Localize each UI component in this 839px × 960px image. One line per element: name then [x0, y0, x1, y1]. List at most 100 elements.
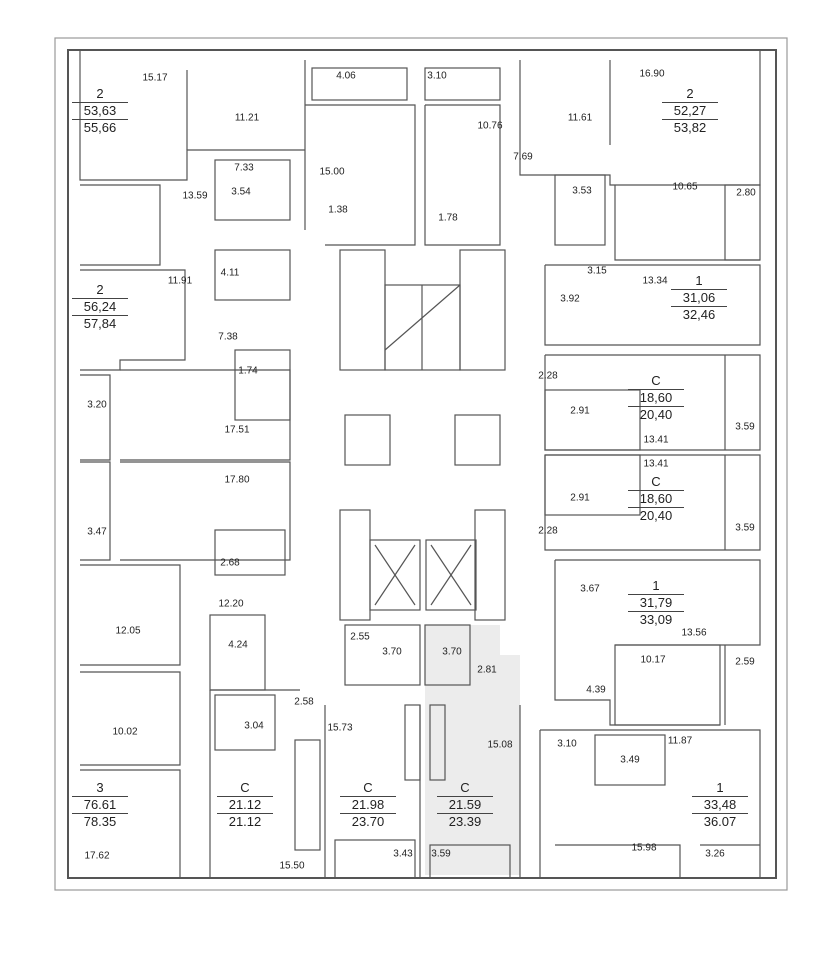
room-area: 15.98: [631, 842, 657, 854]
total-area: 36.07: [703, 814, 737, 829]
room-area: 16.90: [639, 68, 665, 80]
room-area: 3.43: [393, 848, 413, 860]
apartment-type: 2: [662, 86, 718, 103]
room-area: 15.50: [279, 860, 305, 872]
total-area: 20,40: [639, 407, 673, 422]
total-area: 78.35: [83, 814, 117, 829]
room-area: 11.87: [667, 735, 693, 747]
room-area: 13.59: [182, 190, 208, 202]
room-area: 10.76: [477, 120, 503, 132]
apartment-type: 1: [692, 780, 748, 797]
room-area: 3.59: [735, 421, 755, 433]
living-area: 52,27: [662, 103, 718, 120]
room-area: 12.20: [218, 598, 244, 610]
living-area: 76.61: [72, 797, 128, 814]
room-area: 15.08: [487, 739, 513, 751]
total-area: 20,40: [639, 508, 673, 523]
room-area: 7.33: [234, 162, 254, 174]
living-area: 31,06: [671, 290, 727, 307]
living-area: 18,60: [628, 491, 684, 508]
room-area: 12.05: [115, 625, 141, 637]
living-area: 33,48: [692, 797, 748, 814]
room-area: 3.59: [735, 522, 755, 534]
apartment-type: 1: [671, 273, 727, 290]
room-area: 3.20: [87, 399, 107, 411]
apartment-type: С: [217, 780, 273, 797]
room-area: 17.51: [224, 424, 250, 436]
living-area: 31,79: [628, 595, 684, 612]
living-area: 21.98: [340, 797, 396, 814]
total-area: 23.39: [448, 814, 482, 829]
room-area: 4.24: [228, 639, 248, 651]
room-area: 2.59: [735, 656, 755, 668]
total-area: 57,84: [83, 316, 117, 331]
apartment-type: С: [628, 373, 684, 390]
room-area: 7.38: [218, 331, 238, 343]
highlighted-unit: [425, 625, 520, 875]
room-area: 17.80: [224, 474, 250, 486]
living-area: 53,63: [72, 103, 128, 120]
total-area: 53,82: [673, 120, 707, 135]
living-area: 21.12: [217, 797, 273, 814]
total-area: 21.12: [228, 814, 262, 829]
room-area: 15.00: [319, 166, 345, 178]
room-area: 13.41: [643, 458, 669, 470]
room-area: 2.91: [570, 405, 590, 417]
total-area: 32,46: [682, 307, 716, 322]
room-area: 3.92: [560, 293, 580, 305]
room-area: 10.17: [640, 654, 666, 666]
room-area: 10.02: [112, 726, 138, 738]
room-area: 3.70: [382, 646, 402, 658]
living-area: 21.59: [437, 797, 493, 814]
room-area: 15.73: [327, 722, 353, 734]
room-area: 11.91: [167, 275, 193, 287]
apartment-type: 1: [628, 578, 684, 595]
room-area: 2.28: [538, 525, 558, 537]
apartment-type: С: [628, 474, 684, 491]
room-area: 2.28: [538, 370, 558, 382]
room-area: 3.49: [620, 754, 640, 766]
room-area: 10.65: [672, 181, 698, 193]
room-area: 3.10: [427, 70, 447, 82]
room-area: 4.11: [220, 267, 240, 279]
room-area: 15.17: [142, 72, 168, 84]
room-area: 3.67: [580, 583, 600, 595]
living-area: 18,60: [628, 390, 684, 407]
living-area: 56,24: [72, 299, 128, 316]
room-area: 13.41: [643, 434, 669, 446]
room-area: 13.34: [642, 275, 668, 287]
room-area: 2.68: [220, 557, 240, 569]
total-area: 55,66: [83, 120, 117, 135]
room-area: 13.56: [681, 627, 707, 639]
room-area: 2.55: [350, 631, 370, 643]
apartment-type: 3: [72, 780, 128, 797]
apartment-type: 2: [72, 86, 128, 103]
room-area: 4.06: [336, 70, 356, 82]
room-area: 3.26: [705, 848, 725, 860]
room-area: 3.54: [231, 186, 251, 198]
room-area: 11.61: [567, 112, 593, 124]
room-area: 3.59: [431, 848, 451, 860]
room-area: 17.62: [84, 850, 110, 862]
room-area: 4.39: [586, 684, 606, 696]
room-area: 3.70: [442, 646, 462, 658]
room-area: 7.69: [513, 151, 533, 163]
room-area: 3.04: [244, 720, 264, 732]
room-area: 11.21: [234, 112, 260, 124]
room-area: 3.47: [87, 526, 107, 538]
room-area: 2.91: [570, 492, 590, 504]
room-area: 3.10: [557, 738, 577, 750]
total-area: 33,09: [639, 612, 673, 627]
